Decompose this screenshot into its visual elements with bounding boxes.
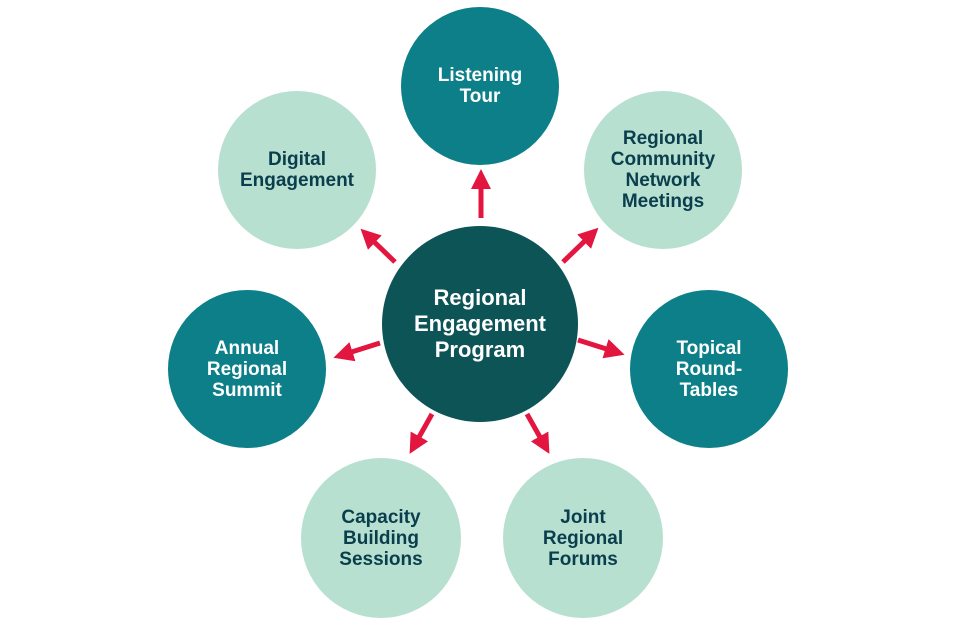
node-listening-tour: Listening Tour — [401, 7, 559, 165]
arrow-to-digital-engagement — [360, 228, 397, 264]
center-node: Regional Engagement Program — [382, 226, 578, 422]
arrow-to-topical-round-tables — [577, 337, 625, 359]
arrow-to-capacity-building-sessions — [409, 412, 435, 454]
node-label: Topical Round- Tables — [675, 337, 743, 401]
node-digital-engagement: Digital Engagement — [218, 91, 376, 249]
node-annual-regional-summit: Annual Regional Summit — [168, 290, 326, 448]
arrow-to-joint-regional-forums — [524, 412, 550, 454]
node-label: Annual Regional Summit — [206, 337, 288, 401]
node-regional-community-network-meetings: Regional Community Network Meetings — [584, 91, 742, 249]
node-joint-regional-forums: Joint Regional Forums — [503, 458, 663, 618]
node-label: Capacity Building Sessions — [339, 506, 423, 570]
center-label: Regional Engagement Program — [413, 285, 547, 362]
node-topical-round-tables: Topical Round- Tables — [630, 290, 788, 448]
node-label: Digital Engagement — [239, 149, 355, 191]
arrow-to-regional-community-network-meetings — [561, 227, 599, 264]
node-label: Regional Community Network Meetings — [610, 128, 716, 212]
arrow-to-annual-regional-summit — [333, 340, 381, 362]
node-label: Listening Tour — [437, 65, 523, 107]
node-capacity-building-sessions: Capacity Building Sessions — [301, 458, 461, 618]
node-label: Joint Regional Forums — [542, 506, 624, 570]
